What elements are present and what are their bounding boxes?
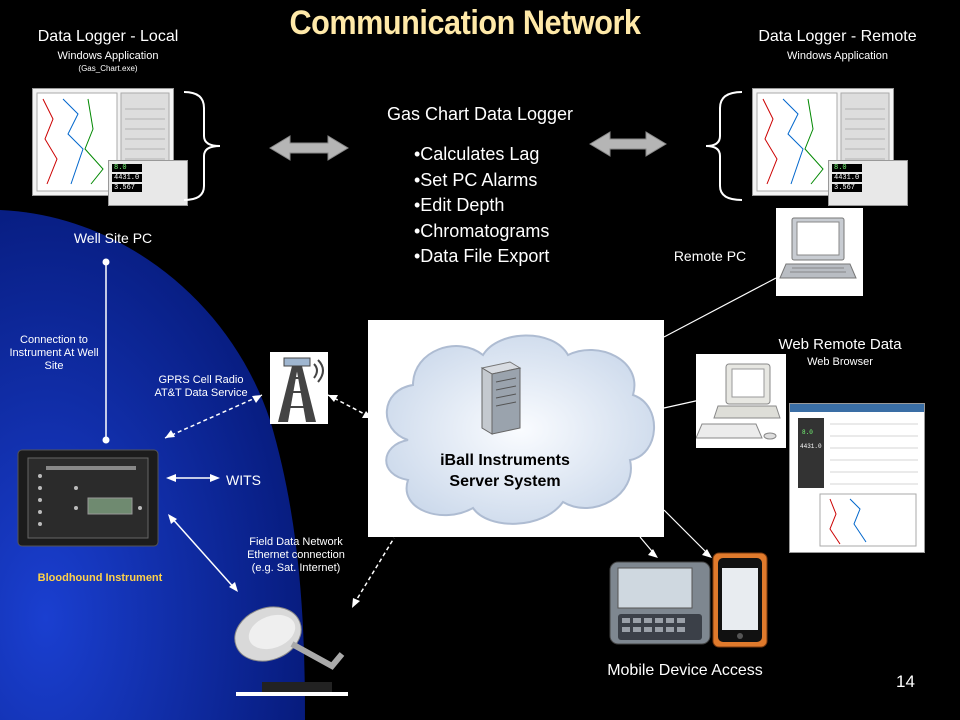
server-icon	[480, 361, 522, 435]
local-heading: Data Logger - Local	[37, 28, 179, 45]
remote-heading: Data Logger - Remote	[758, 28, 917, 45]
remote-app-screenshot	[752, 88, 894, 196]
smartphone-keyboard-image	[608, 560, 712, 646]
page-number: 14	[896, 672, 915, 691]
bloodhound-instrument-image	[16, 448, 160, 548]
local-brace	[183, 91, 221, 201]
connection-label: Connection to Instrument At Well Site	[9, 334, 99, 372]
satellite-dish-icon	[234, 606, 348, 696]
svg-text:4431.0: 4431.0	[800, 443, 822, 450]
web-pc-image	[695, 354, 786, 448]
feature-item: •Chromatograms	[414, 220, 550, 241]
remote-sub: Windows Application	[787, 50, 888, 62]
phone-icon	[712, 552, 768, 648]
remote-pc-image	[776, 208, 863, 296]
instrument-case-icon	[17, 449, 159, 547]
local-readout-3: 3.567	[112, 184, 142, 192]
feature-item: •Edit Depth	[414, 195, 505, 215]
web-sub: Web Browser	[807, 356, 873, 368]
local-exe: (Gas_Chart.exe)	[78, 64, 138, 73]
svg-text:8.0: 8.0	[802, 429, 813, 436]
remote-pc-label: Remote PC	[673, 248, 747, 264]
field-line1: Field Data Network	[249, 536, 343, 548]
remote-double-arrow	[589, 131, 667, 157]
server-line2: Server System	[449, 473, 561, 490]
remote-readout-1: 8.0	[832, 164, 862, 172]
field-line2: Ethernet connection	[247, 549, 345, 561]
feature-item: •Data File Export	[414, 246, 550, 266]
web-heading: Web Remote Data	[778, 336, 902, 353]
remote-readout-3: 3.567	[832, 184, 862, 192]
web-browser-screenshot: 8.0 4431.0	[789, 403, 925, 553]
remote-brace	[705, 91, 743, 201]
gprs-line1: GPRS Cell Radio	[158, 374, 244, 386]
remote-readout-2: 4431.0	[832, 174, 862, 182]
local-app-screenshot	[32, 88, 174, 196]
gprs-label: GPRS Cell Radio AT&T Data Service	[146, 374, 256, 400]
local-readout-2: 4431.0	[112, 174, 142, 182]
center-heading: Gas Chart Data Logger	[386, 104, 574, 124]
gprs-tower-image	[270, 352, 328, 424]
local-readout-1: 8.0	[112, 164, 142, 172]
satellite-dish-image	[232, 604, 350, 696]
feature-item: •Set PC Alarms	[414, 169, 538, 190]
well-site-pc-label: Well Site PC	[73, 230, 153, 246]
gprs-line2: AT&T Data Service	[154, 387, 248, 399]
laptop-icon	[779, 217, 857, 279]
desktop-computer-icon	[695, 363, 781, 440]
mobile-label: Mobile Device Access	[607, 662, 763, 679]
local-sub: Windows Application	[57, 50, 159, 62]
feature-list: •Calculates Lag •Set PC Alarms •Edit Dep…	[414, 142, 549, 270]
instrument-label: Bloodhound Instrument	[37, 572, 163, 584]
field-line3: (e.g. Sat. Internet)	[251, 562, 341, 574]
local-double-arrow	[269, 135, 349, 161]
remote-readout-panel: 8.0 4431.0 3.567	[828, 160, 908, 206]
iphone-image	[712, 552, 768, 648]
feature-item: •Calculates Lag	[414, 144, 540, 164]
server-line1: iBall Instruments	[440, 452, 570, 469]
field-network-label: Field Data Network Ethernet connection (…	[236, 536, 356, 575]
connector-dot	[102, 258, 110, 266]
page-title: Communication Network	[289, 4, 641, 42]
wits-label: WITS	[226, 472, 261, 488]
smartphone-icon	[609, 561, 711, 645]
server-label: iBall Instruments Server System	[400, 450, 610, 492]
connector-dot	[102, 436, 110, 444]
radio-tower-icon	[278, 357, 324, 422]
local-readout-panel: 8.0 4431.0 3.567	[108, 160, 188, 206]
